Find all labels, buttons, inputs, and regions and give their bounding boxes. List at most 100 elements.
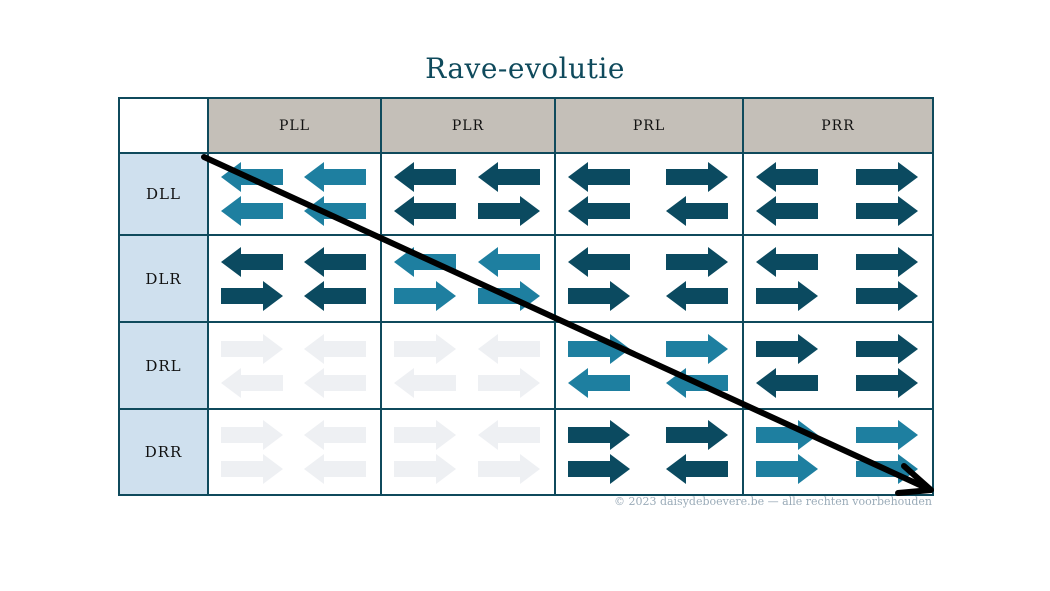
cell-dll-plr (380, 152, 556, 236)
arrow-right-icon (856, 280, 918, 311)
cell-drr-prr (742, 408, 934, 496)
arrow-left-icon (221, 367, 283, 398)
column-header-plr: PLR (380, 97, 556, 154)
column-header-pll: PLL (207, 97, 382, 154)
arrow-left-icon (666, 367, 728, 398)
arrow-left-icon (478, 420, 540, 450)
arrow-right-icon (478, 280, 540, 311)
arrow-left-icon (221, 162, 283, 192)
column-header-label: PLL (278, 117, 310, 134)
cell-dlr-plr (380, 234, 556, 323)
arrow-left-icon (756, 367, 818, 398)
arrow-right-icon (756, 333, 818, 364)
cell-drl-prr (742, 321, 934, 410)
column-header-prl: PRL (554, 97, 744, 154)
arrow-right-icon (756, 454, 818, 484)
arrow-right-icon (221, 420, 283, 450)
arrow-right-icon (666, 420, 728, 450)
arrow-right-icon (856, 333, 918, 364)
column-header-label: PLR (451, 117, 485, 134)
arrow-left-icon (666, 454, 728, 484)
cell-drl-plr (380, 321, 556, 410)
arrow-left-icon (394, 367, 456, 398)
arrow-right-icon (856, 246, 918, 277)
arrow-left-icon (394, 162, 456, 192)
arrow-left-icon (304, 420, 366, 450)
arrow-left-icon (666, 280, 728, 311)
cell-drl-prl (554, 321, 744, 410)
arrow-left-icon (478, 246, 540, 277)
arrow-right-icon (394, 454, 456, 484)
cell-dlr-pll (207, 234, 382, 323)
arrow-right-icon (666, 162, 728, 192)
cell-drr-prl (554, 408, 744, 496)
row-header-label: DRR (144, 443, 183, 461)
arrow-left-icon (568, 162, 630, 192)
arrow-right-icon (478, 367, 540, 398)
cell-dll-prl (554, 152, 744, 236)
arrow-right-icon (666, 246, 728, 277)
arrow-right-icon (394, 420, 456, 450)
cell-dlr-prl (554, 234, 744, 323)
arrow-right-icon (568, 333, 630, 364)
arrow-left-icon (394, 196, 456, 226)
page-title: Rave-evolutie (425, 52, 625, 85)
row-header-label: DLL (146, 185, 181, 203)
arrow-right-icon (756, 280, 818, 311)
cell-dll-pll (207, 152, 382, 236)
arrow-right-icon (856, 454, 918, 484)
arrow-left-icon (478, 162, 540, 192)
row-header-dlr: DLR (118, 234, 209, 323)
copyright-footer: © 2023 daisydeboevere.be — alle rechten … (613, 495, 932, 508)
arrow-right-icon (478, 454, 540, 484)
arrow-right-icon (394, 333, 456, 364)
cell-drr-plr (380, 408, 556, 496)
arrow-left-icon (756, 162, 818, 192)
arrow-left-icon (304, 196, 366, 226)
arrow-right-icon (221, 280, 283, 311)
arrow-left-icon (394, 246, 456, 277)
arrow-left-icon (221, 246, 283, 277)
column-header-prr: PRR (742, 97, 934, 154)
arrow-right-icon (221, 454, 283, 484)
cell-drl-pll (207, 321, 382, 410)
arrow-left-icon (304, 162, 366, 192)
corner-cell (118, 97, 209, 154)
arrow-left-icon (568, 196, 630, 226)
arrow-right-icon (568, 454, 630, 484)
row-header-label: DRL (145, 356, 182, 375)
cell-drr-pll (207, 408, 382, 496)
arrow-left-icon (304, 280, 366, 311)
arrow-left-icon (756, 196, 818, 226)
arrow-right-icon (666, 333, 728, 364)
arrow-right-icon (221, 333, 283, 364)
arrow-left-icon (304, 454, 366, 484)
arrow-right-icon (394, 280, 456, 311)
arrow-right-icon (856, 367, 918, 398)
cell-dlr-prr (742, 234, 934, 323)
arrow-left-icon (756, 246, 818, 277)
arrow-left-icon (568, 367, 630, 398)
arrow-right-icon (856, 420, 918, 450)
cell-dll-prr (742, 152, 934, 236)
row-header-drr: DRR (118, 408, 209, 496)
arrow-right-icon (568, 280, 630, 311)
arrow-right-icon (856, 162, 918, 192)
arrow-left-icon (568, 246, 630, 277)
arrow-left-icon (304, 333, 366, 364)
column-header-label: PRR (821, 117, 855, 134)
evolution-grid: PLL PLR PRL PRR DLL DLR DRL DRR (118, 97, 934, 496)
arrow-right-icon (478, 196, 540, 226)
row-header-label: DLR (145, 269, 182, 288)
column-header-label: PRL (632, 117, 666, 134)
row-header-dll: DLL (118, 152, 209, 236)
arrow-left-icon (478, 333, 540, 364)
arrow-left-icon (304, 246, 366, 277)
row-header-drl: DRL (118, 321, 209, 410)
arrow-left-icon (666, 196, 728, 226)
arrow-left-icon (221, 196, 283, 226)
arrow-left-icon (304, 367, 366, 398)
arrow-right-icon (856, 196, 918, 226)
arrow-right-icon (756, 420, 818, 450)
arrow-right-icon (568, 420, 630, 450)
